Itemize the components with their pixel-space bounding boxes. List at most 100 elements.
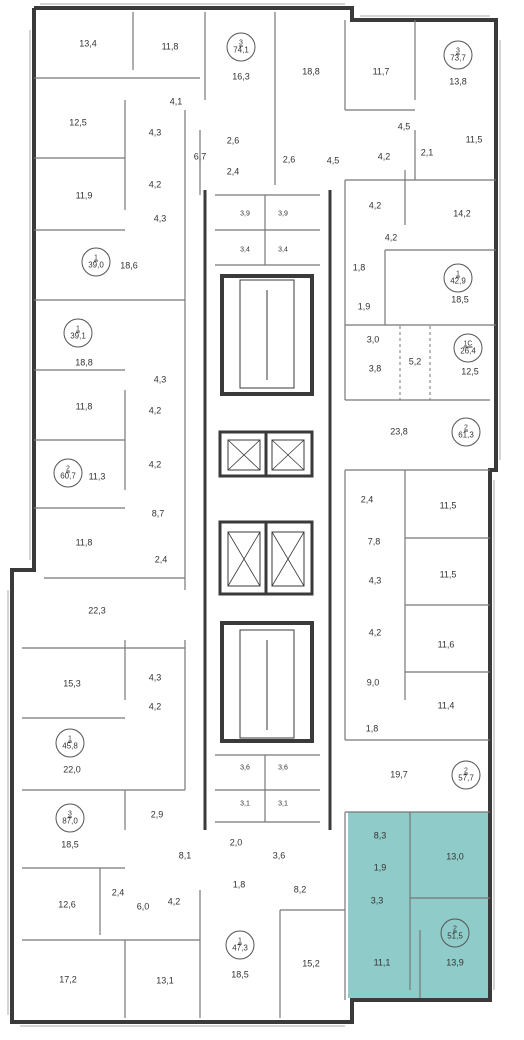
elevators-large <box>218 520 314 596</box>
room-area: 2,4 <box>360 494 374 505</box>
room-area: 11,8 <box>75 537 93 548</box>
room-area: 3,9 <box>240 210 250 218</box>
room-area: 3,8 <box>368 363 382 374</box>
room-area: 17,2 <box>59 974 77 985</box>
room-area: 4,2 <box>377 151 391 162</box>
room-area: 18,6 <box>120 260 138 271</box>
stairwell-top <box>220 274 314 396</box>
room-area: 4,2 <box>148 701 162 712</box>
room-area: 1,8 <box>352 262 366 273</box>
room-area: 3,0 <box>366 334 380 345</box>
room-area: 22,0 <box>63 764 81 775</box>
room-area: 2,0 <box>229 837 243 848</box>
room-area: 8,3 <box>373 830 387 841</box>
room-area: 2,4 <box>226 166 240 177</box>
room-area: 3,3 <box>370 895 384 906</box>
room-area: 4,5 <box>326 155 340 166</box>
room-area: 1,8 <box>232 879 246 890</box>
room-area: 11,5 <box>439 500 457 511</box>
room-area: 2,1 <box>420 147 434 158</box>
room-area: 8,7 <box>151 508 165 519</box>
room-area: 2,9 <box>150 809 164 820</box>
room-area: 2,4 <box>111 887 125 898</box>
room-area: 4,1 <box>169 96 183 107</box>
room-area: 11,9 <box>75 190 93 201</box>
room-area: 18,8 <box>75 357 93 368</box>
room-area: 2,6 <box>282 154 296 165</box>
room-area: 3,6 <box>278 764 288 772</box>
room-area: 2,6 <box>226 135 240 146</box>
room-area: 18,8 <box>302 66 320 77</box>
room-area: 11,1 <box>373 957 391 968</box>
room-area: 13,8 <box>449 76 467 87</box>
room-area: 4,2 <box>368 627 382 638</box>
room-area: 1,8 <box>365 723 379 734</box>
room-area: 18,5 <box>451 294 469 305</box>
room-area: 12,6 <box>58 899 76 910</box>
room-area: 9,0 <box>366 677 380 688</box>
room-area: 22,3 <box>88 605 106 616</box>
room-area: 11,5 <box>465 134 483 145</box>
room-area: 4,2 <box>148 459 162 470</box>
room-area: 8,2 <box>293 884 307 895</box>
room-area: 3,6 <box>240 764 250 772</box>
room-area: 11,5 <box>439 569 457 580</box>
room-area: 12,5 <box>69 117 87 128</box>
room-area: 4,2 <box>384 232 398 243</box>
room-area: 3,4 <box>278 246 288 254</box>
room-area: 11,8 <box>161 41 179 52</box>
room-area: 4,2 <box>368 200 382 211</box>
room-area: 4,2 <box>148 405 162 416</box>
room-area: 4,3 <box>148 127 162 138</box>
room-area: 4,3 <box>368 575 382 586</box>
room-area: 3,6 <box>272 850 286 861</box>
room-area: 11,4 <box>437 700 455 711</box>
room-area: 18,5 <box>61 839 79 850</box>
room-area: 8,1 <box>178 850 192 861</box>
corridor-walls <box>203 190 332 830</box>
room-area: 6,7 <box>193 151 207 162</box>
room-area: 4,3 <box>153 213 167 224</box>
room-area: 13,1 <box>156 975 174 986</box>
room-area: 3,4 <box>240 246 250 254</box>
room-area: 19,7 <box>390 769 408 780</box>
room-area: 13,4 <box>79 38 97 49</box>
interior-walls <box>22 12 496 1018</box>
room-area: 1,9 <box>373 862 387 873</box>
room-area: 12,5 <box>461 366 479 377</box>
room-area: 3,9 <box>278 210 288 218</box>
room-area: 4,3 <box>153 374 167 385</box>
room-area: 2,4 <box>154 554 168 565</box>
room-area: 11,3 <box>88 471 106 482</box>
room-area: 15,2 <box>302 958 320 969</box>
outer-walls <box>10 6 498 1024</box>
room-area: 15,3 <box>63 678 81 689</box>
room-area: 13,9 <box>446 957 464 968</box>
room-area: 4,3 <box>148 672 162 683</box>
room-area: 4,2 <box>167 896 181 907</box>
room-area: 16,3 <box>232 71 250 82</box>
room-area: 4,5 <box>397 121 411 132</box>
room-area: 11,7 <box>372 66 390 77</box>
room-area: 11,6 <box>437 639 455 650</box>
room-area: 14,2 <box>453 208 471 219</box>
room-area: 6,0 <box>136 901 150 912</box>
room-area: 1,9 <box>357 301 371 312</box>
room-area: 3,1 <box>278 800 288 808</box>
room-area: 5,2 <box>408 356 422 367</box>
highlighted-apartment-fill <box>348 812 492 998</box>
